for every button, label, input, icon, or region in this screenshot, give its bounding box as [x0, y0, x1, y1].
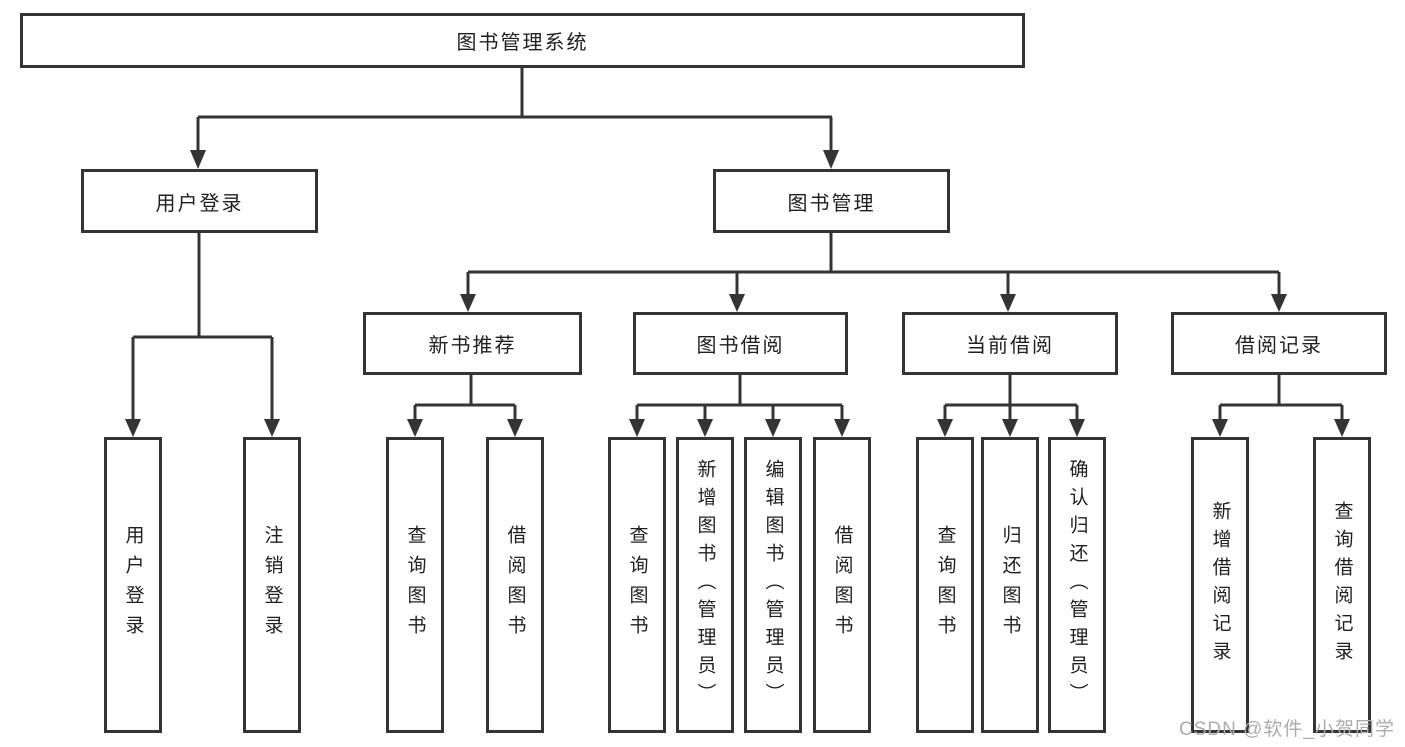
leaf-add-books-admin: 新增图书（管理员）	[676, 437, 734, 733]
node-label: 图书借阅	[696, 335, 785, 357]
node-label: 借阅图书	[504, 525, 526, 645]
leaf-logout: 注销登录	[243, 437, 301, 733]
node-label: 查询图书	[934, 525, 956, 645]
leaf-query-books-2: 查询图书	[608, 437, 666, 733]
node-label: 查询图书	[626, 525, 648, 645]
node-label: 新书推荐	[428, 335, 517, 357]
leaf-edit-books-admin: 编辑图书（管理员）	[744, 437, 802, 733]
node-label: 新增借阅记录	[1209, 501, 1231, 669]
node-new-book-recommend: 新书推荐	[363, 312, 582, 375]
node-label: 编辑图书（管理员）	[762, 459, 784, 711]
leaf-query-books-1: 查询图书	[386, 437, 444, 733]
node-label: 用户登录	[155, 192, 244, 215]
node-label: 确认归还（管理员）	[1066, 459, 1088, 711]
node-label: 新增图书（管理员）	[694, 459, 716, 711]
node-book-borrow: 图书借阅	[633, 312, 848, 375]
node-label: 借阅图书	[831, 525, 853, 645]
leaf-return-books: 归还图书	[981, 437, 1039, 733]
leaf-query-borrow-record: 查询借阅记录	[1313, 437, 1371, 733]
leaf-add-borrow-record: 新增借阅记录	[1191, 437, 1249, 733]
csdn-watermark: CSDN @软件_小贺同学	[1179, 719, 1395, 740]
node-label: 归还图书	[999, 525, 1021, 645]
node-current-borrow: 当前借阅	[902, 312, 1118, 375]
node-label: 图书管理	[787, 192, 876, 215]
leaf-user-login: 用户登录	[104, 437, 162, 733]
node-book-management: 图书管理	[713, 169, 950, 233]
arrowhead-icons	[125, 150, 1350, 437]
leaf-borrow-books-2: 借阅图书	[813, 437, 871, 733]
node-user-login: 用户登录	[81, 169, 318, 233]
node-label: 借阅记录	[1235, 335, 1323, 357]
leaf-confirm-return-admin: 确认归还（管理员）	[1048, 437, 1106, 733]
leaf-borrow-books-1: 借阅图书	[486, 437, 544, 733]
node-label: 用户登录	[122, 525, 144, 645]
node-label: 查询图书	[404, 525, 426, 645]
node-borrow-records: 借阅记录	[1171, 312, 1387, 375]
leaf-query-books-3: 查询图书	[916, 437, 974, 733]
node-label: 图书管理系统	[456, 32, 589, 54]
node-label: 查询借阅记录	[1331, 501, 1353, 669]
node-label: 当前借阅	[966, 335, 1054, 357]
node-library-management-system: 图书管理系统	[20, 13, 1025, 68]
node-label: 注销登录	[261, 525, 283, 645]
